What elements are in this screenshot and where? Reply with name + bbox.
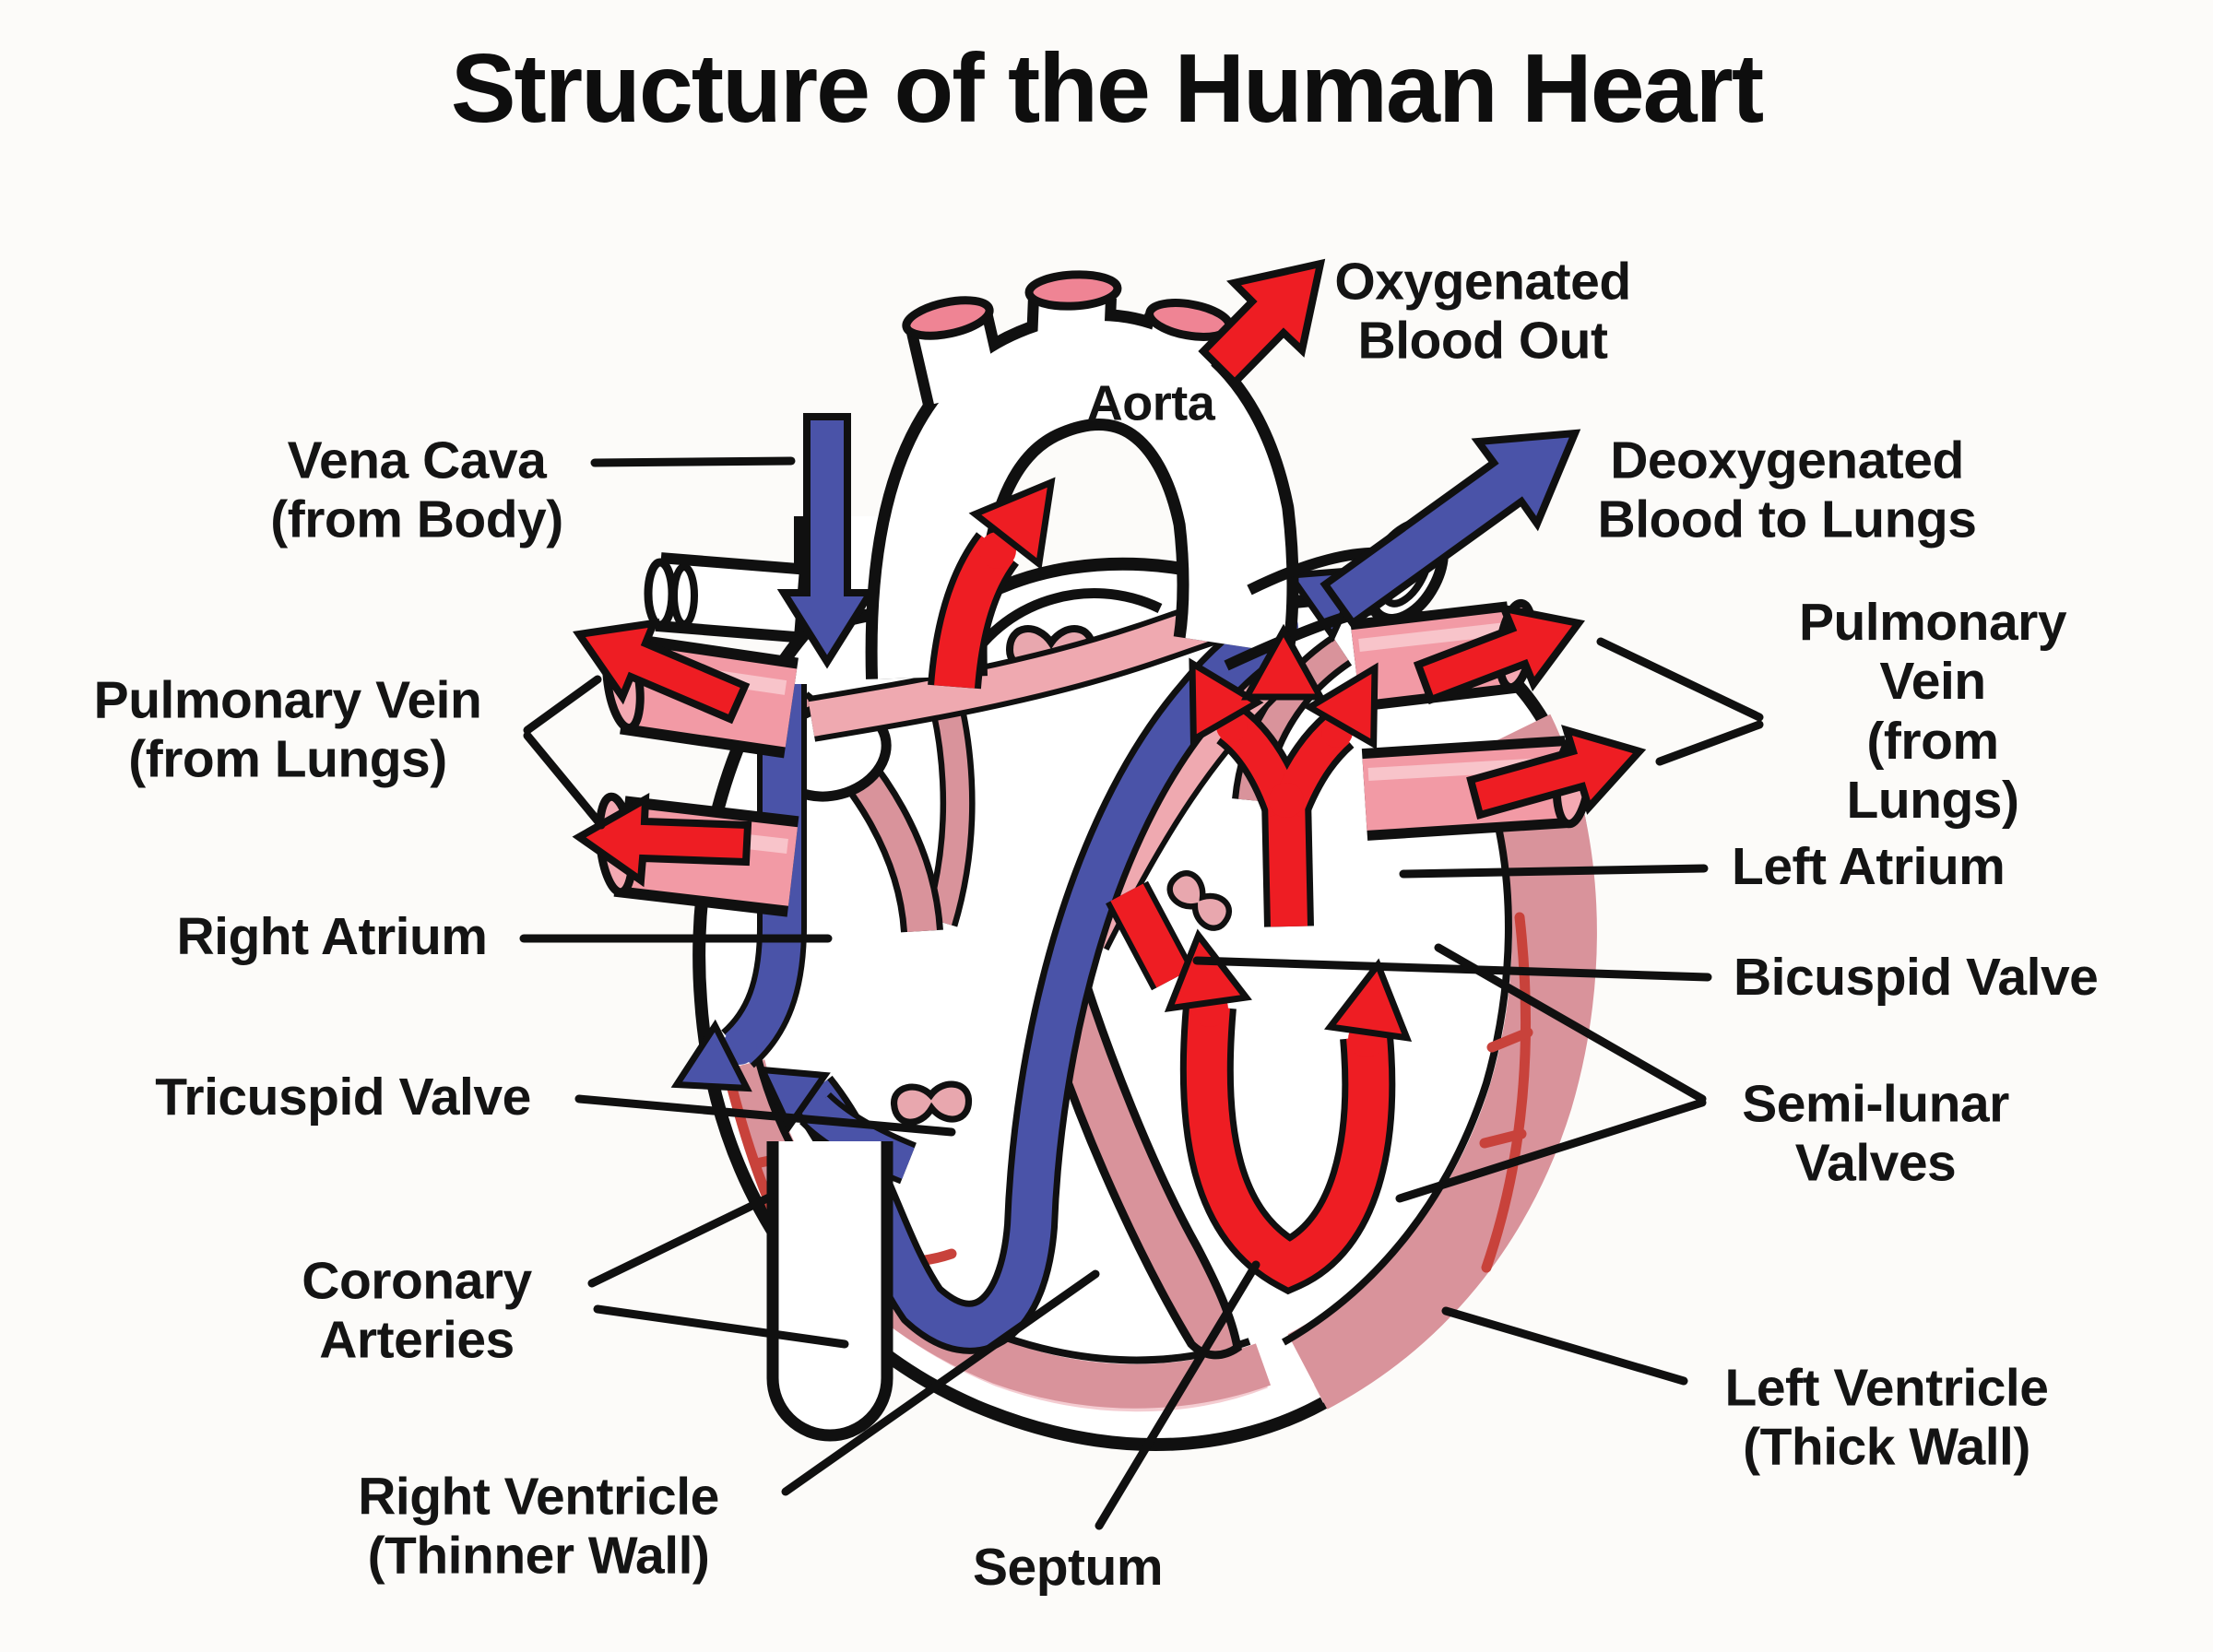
label-deoxygenated-blood-to-lungs: Deoxygenated Blood to Lungs bbox=[1597, 431, 1977, 549]
vena-cava-entry-arrow bbox=[776, 413, 878, 669]
label-oxygenated-blood-out: Oxygenated Blood Out bbox=[1334, 252, 1631, 371]
label-septum: Septum bbox=[972, 1537, 1164, 1597]
left-atrium-flow-trident bbox=[1189, 623, 1379, 927]
left-ventricle-u-turn-arrow bbox=[1164, 928, 1413, 1295]
deoxygenated-exit-arrow bbox=[1320, 429, 1581, 629]
label-pulmonary-vein-left: Pulmonary Vein (from Lungs) bbox=[93, 670, 482, 789]
label-right-ventricle: Right Ventricle (Thinner Wall) bbox=[358, 1467, 719, 1586]
aorta-flow-arrow bbox=[928, 477, 1056, 690]
label-semi-lunar-valves: Semi-lunar Valves bbox=[1742, 1074, 2009, 1193]
page-title: Structure of the Human Heart bbox=[450, 34, 1764, 143]
label-aorta: Aorta bbox=[1086, 375, 1215, 431]
left-ventricle-thick-wall bbox=[1282, 714, 1597, 1410]
leader-lines bbox=[519, 456, 1764, 1530]
label-right-atrium: Right Atrium bbox=[176, 906, 488, 966]
oxygenated-exit-arrow bbox=[1198, 258, 1326, 388]
inferior-vena-cava-tube bbox=[766, 1141, 893, 1442]
tricuspid-flow-arrow bbox=[756, 1066, 917, 1185]
bicuspid-valve-curl bbox=[1166, 870, 1232, 931]
label-vena-cava: Vena Cava (from Body) bbox=[270, 431, 563, 549]
aorta-arch bbox=[865, 270, 1299, 679]
tricuspid-valve-curl bbox=[891, 1080, 973, 1126]
label-tricuspid-valve: Tricuspid Valve bbox=[155, 1067, 531, 1127]
label-bicuspid-valve: Bicuspid Valve bbox=[1734, 947, 2099, 1007]
label-left-atrium: Left Atrium bbox=[1732, 836, 2006, 896]
bicuspid-flow-band bbox=[1106, 880, 1194, 991]
label-coronary-arteries: Coronary Arteries bbox=[302, 1251, 532, 1370]
label-pulmonary-vein-right: Pulmonary Vein (from Lungs) bbox=[1798, 593, 2067, 831]
label-left-ventricle: Left Ventricle (Thick Wall) bbox=[1724, 1358, 2049, 1477]
pulmonary-vein-arrows bbox=[572, 603, 1647, 888]
